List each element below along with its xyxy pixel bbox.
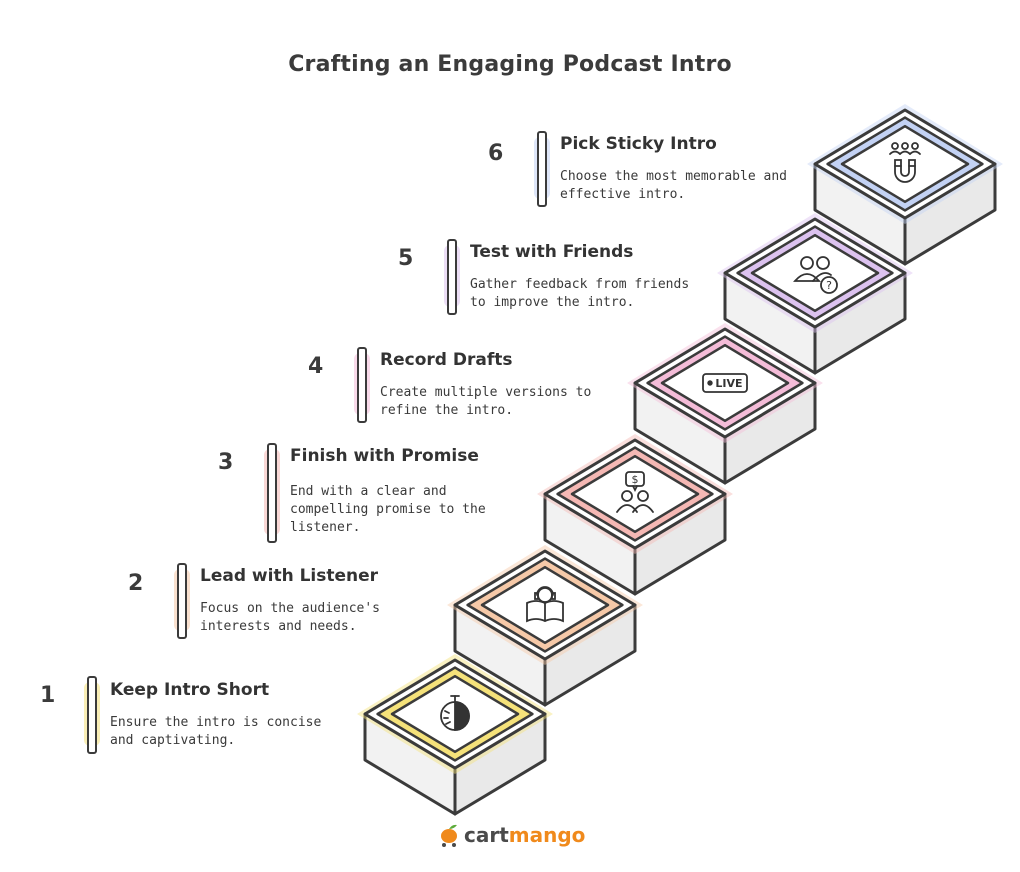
logo-text-cart: cart [464, 823, 509, 847]
step-number: 4 [308, 354, 324, 379]
step-description: Choose the most memorable and effective … [560, 169, 787, 202]
stopwatch-icon [440, 695, 470, 731]
diagram-title: Crafting an Engaging Podcast Intro [288, 52, 732, 77]
mango-cart-icon [441, 824, 457, 847]
step-description: Gather feedback from friends to improve … [470, 277, 690, 310]
step-accent-bar [447, 239, 457, 315]
step-heading: Test with Friends [470, 242, 634, 262]
step-number: 5 [398, 246, 414, 271]
step-description: Create multiple versions to refine the i… [380, 385, 592, 418]
step-heading: Record Drafts [380, 350, 513, 370]
step-accent-bar [537, 131, 547, 207]
promise-people-icon: $ [616, 471, 654, 513]
live-label: LIVE [715, 377, 742, 390]
step-heading: Pick Sticky Intro [560, 134, 717, 154]
step-accent-bar [267, 443, 277, 543]
step-accent-bar [357, 347, 367, 423]
listener-book-icon [526, 586, 564, 623]
step-description: Ensure the intro is concise and captivat… [110, 715, 322, 748]
stair-inner [660, 343, 790, 423]
magnet-audience-icon [889, 142, 921, 183]
step-heading: Keep Intro Short [110, 680, 270, 700]
step-heading: Lead with Listener [200, 566, 379, 586]
stair-inner [570, 454, 700, 534]
step-heading: Finish with Promise [290, 446, 479, 466]
step-description: End with a clear and compelling promise … [290, 484, 486, 535]
logo-text-mango: mango [508, 823, 586, 847]
svg-text:$: $ [632, 473, 639, 486]
step-description: Focus on the audience's interests and ne… [200, 601, 381, 634]
step-accent-bar [177, 563, 187, 639]
step-number: 3 [218, 450, 234, 475]
live-icon [702, 373, 748, 393]
stair-inner [840, 124, 970, 204]
step-number: 2 [128, 571, 144, 596]
step-number: 6 [488, 141, 504, 166]
friends-question-icon: ? [793, 256, 838, 294]
stair-inner [750, 233, 880, 313]
svg-text:?: ? [826, 279, 832, 292]
step-accent-bar [87, 676, 97, 754]
step-number: 1 [40, 683, 56, 708]
